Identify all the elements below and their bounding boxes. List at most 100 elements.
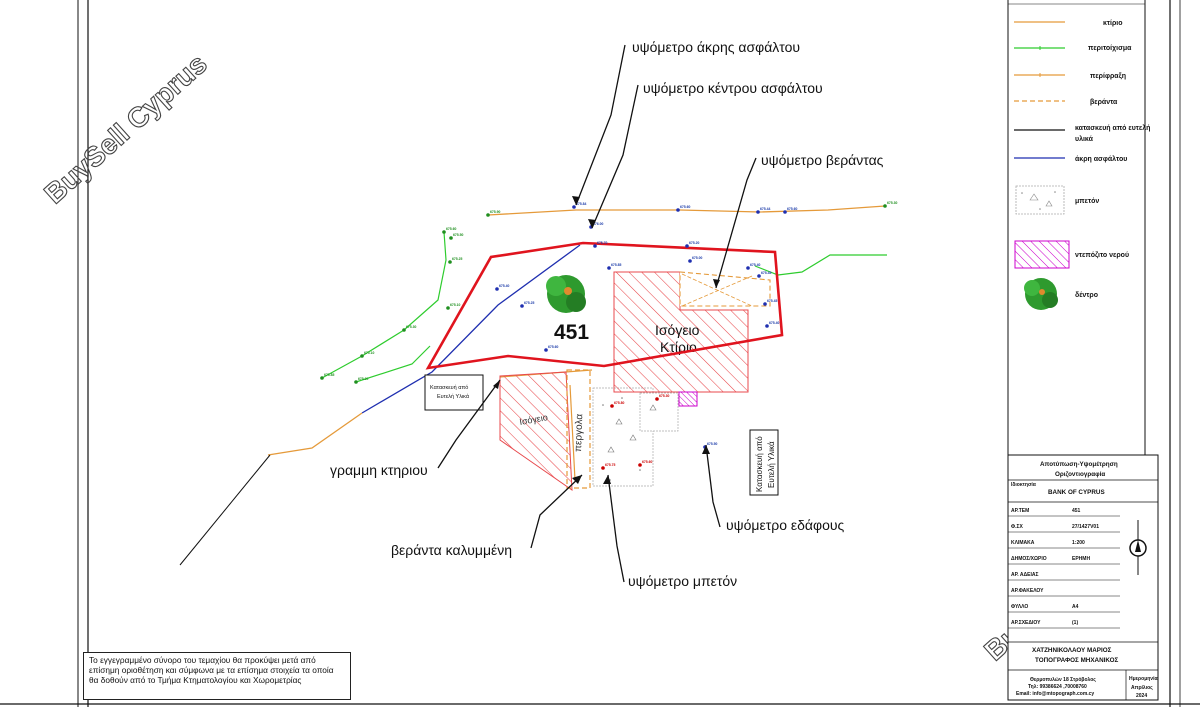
elevation-label: 675.85 [611, 263, 621, 267]
elevation-point [593, 244, 597, 248]
title-row-key: ΚΛΙΜΑΚΑ [1011, 540, 1035, 546]
legend-label-water-tank: ντεπόζιτο νερού [1075, 252, 1129, 259]
elevation-point [765, 324, 769, 328]
elevation-point [601, 466, 605, 470]
elevation-point [495, 287, 499, 291]
elevation-label: 675.10 [364, 351, 374, 355]
elevation-point [572, 205, 576, 209]
legend-label-concrete: μπετόν [1075, 198, 1099, 205]
elevation-label: 675.70 [597, 241, 607, 245]
elevation-label: 675.60 [680, 205, 690, 209]
legend-label-light-structure-2: υλικά [1075, 135, 1094, 143]
svg-text:Κατασκευή από: Κατασκευή από [430, 384, 468, 391]
legend-panel: κτίριο περιτοίχισμα περίφραξη βεράντα κα… [1007, 0, 1150, 455]
elevation-point [446, 306, 450, 310]
concrete-area [592, 387, 679, 487]
veranda-box [679, 271, 771, 307]
elevation-point [883, 204, 887, 208]
svg-text:Κατασκευή από: Κατασκευή από [755, 436, 764, 492]
north-arrow-icon [1129, 520, 1147, 575]
elevation-label: 675.20 [358, 377, 368, 381]
elevation-label: 675.25 [452, 257, 462, 261]
light-structure-right: Κατασκευή από Ευτελή Υλικά [749, 429, 779, 496]
elevation-point [685, 244, 689, 248]
legend-concrete-swatch [1015, 185, 1065, 215]
callout-arrowheads [493, 196, 720, 484]
title-row-key: ΔΗΜΟΣ/ΧΩΡΙΟ [1011, 556, 1047, 562]
building-line-lower [179, 454, 271, 566]
elevation-point [607, 266, 611, 270]
elevation-point [442, 230, 446, 234]
building-line-long [267, 412, 363, 456]
ground-floor-lower-label: Ισόγειο [519, 412, 549, 427]
elevation-label: 675.45 [767, 299, 777, 303]
elevation-label: 675.50 [453, 233, 463, 237]
fence-left [321, 231, 447, 379]
owner-label: Ιδιοκτησία [1011, 482, 1037, 488]
email: Email: info@mtopograph.com.cy [1016, 691, 1094, 697]
elevation-point [763, 302, 767, 306]
elevation-label: 675.10 [450, 303, 460, 307]
elevation-label: 675.30 [406, 325, 416, 329]
elevation-label: 675.30 [887, 201, 897, 205]
boundary-note: Το εγγεγραμμένο σύνορο του τεμαχίου θα π… [83, 652, 351, 700]
surveyor-profession: ΤΟΠΟΓΡΑΦΟΣ ΜΗΧΑΝΙΚΟΣ [1035, 657, 1119, 664]
title-row-value: 1:200 [1072, 540, 1085, 546]
callout-leaders [437, 44, 757, 583]
title-row-key: ΑΡ. ΑΔΕΙΑΣ [1011, 572, 1038, 578]
label-soil-elevation: υψόμετρο εδάφους [726, 517, 845, 533]
legend-label-veranda: βεράντα [1090, 99, 1118, 106]
elevation-point [655, 397, 659, 401]
title-line-2: Οριζοντιογραφία [1055, 471, 1105, 478]
plot-number: 451 [554, 321, 589, 344]
elevation-label: 675.80 [614, 401, 624, 405]
phone: Τηλ: 99386624 ,70008760 [1028, 684, 1087, 690]
elevation-label: 675.84 [576, 202, 586, 206]
title-row-value: ΕΡΗΜΗ [1072, 556, 1090, 562]
title-row-key: ΑΡ.ΦΑΚΕΛΟΥ [1011, 588, 1044, 594]
legend-label-wall: περιτοίχισμα [1088, 45, 1132, 52]
elevation-label: 675.50 [707, 442, 717, 446]
title-row-key: ΑΡ.ΤΕΜ [1011, 508, 1029, 514]
title-row-key: Φ.ΣΧ [1011, 524, 1023, 530]
elevation-point [486, 213, 490, 217]
owner-name: BANK OF CYPRUS [1048, 489, 1105, 496]
elevation-label: 675.60 [787, 207, 797, 211]
pergola-label: περγολα [573, 413, 585, 452]
pergola-strip [566, 369, 591, 489]
legend-label-building: κτίριο [1103, 20, 1123, 27]
elevation-label: 675.40 [750, 263, 760, 267]
elevation-label: 675.75 [605, 463, 615, 467]
legend-label-fence: περίφραξη [1090, 73, 1126, 80]
elevation-label: 675.25 [524, 301, 534, 305]
elevation-point [688, 259, 692, 263]
legend-label-tree: δέντρο [1075, 292, 1098, 299]
elevation-label: 675.60 [548, 345, 558, 349]
title-line-1: Αποτύπωση-Υψομέτρηση [1040, 461, 1118, 468]
title-block: Αποτύπωση-Υψομέτρηση Οριζοντιογραφία Ιδι… [1007, 454, 1159, 701]
address: Θερμοπυλών 18 Στρόβολος [1030, 677, 1096, 683]
elevation-label: 675.44 [760, 207, 770, 211]
elevation-point [746, 266, 750, 270]
label-edge-asphalt: υψόμετρο άκρης ασφάλτου [632, 39, 800, 55]
title-row-key: ΑΡ.ΣΧΕΔΙΟΥ [1011, 620, 1041, 626]
legend-label-light-structure: κατασκευή από ευτελή [1075, 124, 1150, 132]
elevation-label: 675.60 [446, 227, 456, 231]
elevation-label: 675.20 [689, 241, 699, 245]
elevation-point [544, 348, 548, 352]
label-covered-veranda: βεράντα καλυμμένη [391, 542, 512, 558]
elevation-point [638, 463, 642, 467]
elevation-label: 675.45 [761, 271, 771, 275]
elevation-point [783, 210, 787, 214]
elevation-label: 675.30 [659, 394, 669, 398]
elevation-point [756, 210, 760, 214]
road-top-edge-line [487, 205, 886, 216]
elevation-point [448, 260, 452, 264]
legend-tree-icon [1024, 278, 1058, 310]
date-month: Απρίλιος [1131, 685, 1153, 691]
watermark-top-left: BuySell Cyprus [38, 48, 213, 210]
plot-boundary [425, 241, 784, 370]
